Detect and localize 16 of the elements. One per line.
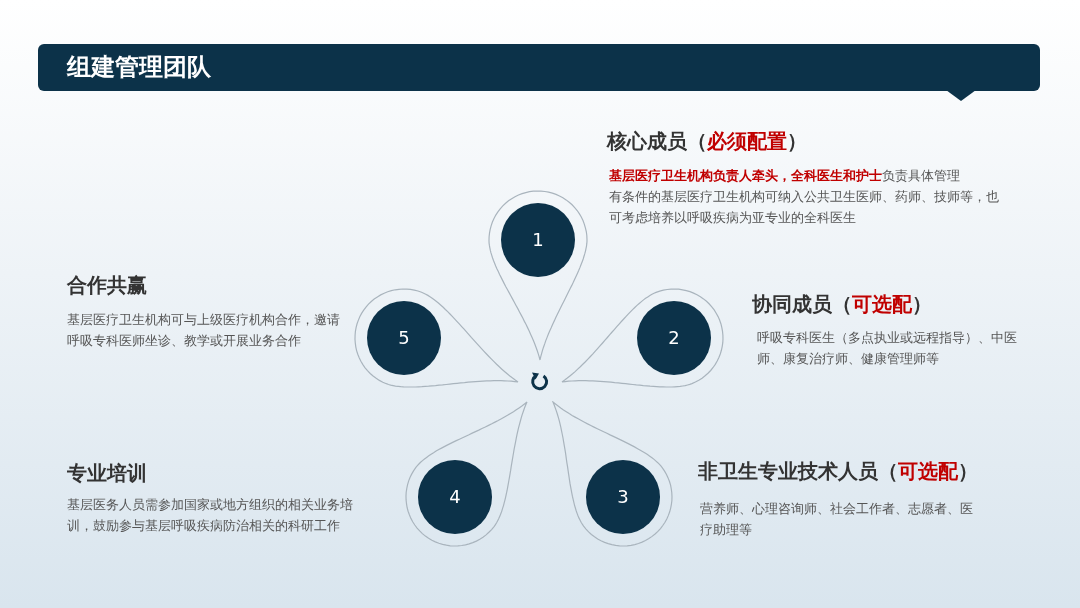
body-text: 基层医疗卫生机构负责人牵头，全科医生和护士负责具体管理 bbox=[609, 167, 961, 185]
number-circle: 4 bbox=[418, 460, 492, 534]
body-text: 基层医疗卫生机构可与上级医疗机构合作，邀请呼吸专科医师坐诊、教学或开展业务合作 bbox=[67, 311, 341, 350]
section-heading: 专业培训 bbox=[67, 460, 147, 486]
section-heading: 协同成员（可选配） bbox=[752, 291, 932, 317]
body-text: 营养师、心理咨询师、社会工作者、志愿者、医疗助理等 bbox=[700, 500, 974, 539]
number-circle: 1 bbox=[501, 203, 575, 277]
number-circle: 5 bbox=[367, 301, 441, 375]
body-text: 呼吸专科医生（多点执业或远程指导）、中医师、康复治疗师、健康管理师等 bbox=[757, 329, 1018, 368]
section-heading: 核心成员（必须配置） bbox=[607, 128, 807, 154]
number-circle: 2 bbox=[637, 301, 711, 375]
body-text: 基层医务人员需参加国家或地方组织的相关业务培训，鼓励参与基层呼吸疾病防治相关的科研工作 bbox=[67, 496, 354, 535]
section-heading: 合作共赢 bbox=[67, 272, 147, 298]
section-heading: 非卫生专业技术人员（可选配） bbox=[698, 458, 978, 484]
number-circle: 3 bbox=[586, 460, 660, 534]
body-text: 有条件的基层医疗卫生机构可纳入公共卫生医师、药师、技师等，也可考虑培养以呼吸疾病为亚专业的全科医生 bbox=[609, 188, 1000, 227]
